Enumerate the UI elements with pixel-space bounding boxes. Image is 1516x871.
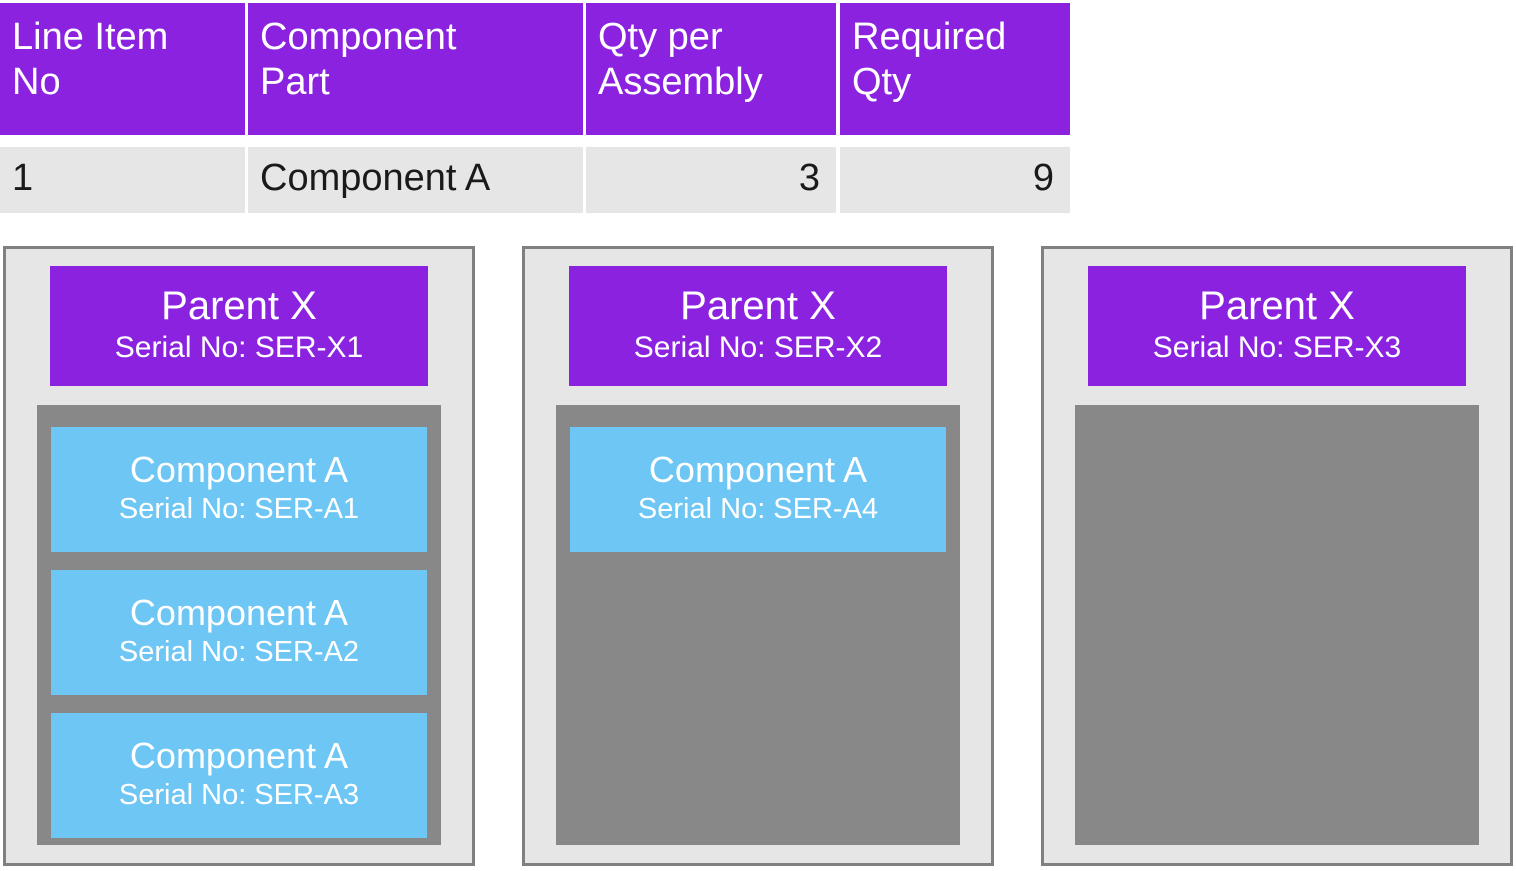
component-title: Component A [648,449,868,491]
component-title: Component A [129,449,349,491]
column-header-required-qty: Required Qty [840,3,1070,135]
column-header-qty-per-assembly: Qty per Assembly [586,3,836,135]
parent-header: Parent X Serial No: SER-X3 [1088,266,1466,386]
column-header-line-item-no: Line Item No [0,3,245,135]
cell-required-qty: 9 [840,147,1070,213]
parent-title: Parent X [1199,284,1355,329]
cell-qty-per-assembly-value: 3 [798,157,820,199]
component-chip: Component A Serial No: SER-A1 [51,427,427,552]
component-chip: Component A Serial No: SER-A3 [51,713,427,838]
parent-card: Parent X Serial No: SER-X2 Component A S… [522,246,994,866]
component-serial: Serial No: SER-A2 [118,636,360,669]
parent-card: Parent X Serial No: SER-X3 [1041,246,1513,866]
column-header-required-qty-label: Required Qty [852,16,1007,103]
component-serial: Serial No: SER-A1 [118,493,360,526]
parent-serial: Serial No: SER-X2 [633,331,883,365]
parent-title: Parent X [161,284,317,329]
component-slots-container: Component A Serial No: SER-A1 Component … [37,405,441,845]
parent-cards-row: Parent X Serial No: SER-X1 Component A S… [3,246,1513,866]
column-header-line-item-no-label: Line Item No [12,16,169,103]
bom-table: Line Item No Component Part Qty per Asse… [0,3,1070,213]
parent-title: Parent X [680,284,836,329]
parent-header: Parent X Serial No: SER-X2 [569,266,947,386]
column-header-component-part-label: Component Part [260,16,457,103]
cell-line-item-no-value: 1 [12,157,34,199]
component-chip: Component A Serial No: SER-A2 [51,570,427,695]
component-slots-container [1075,405,1479,845]
parent-serial: Serial No: SER-X3 [1152,331,1402,365]
component-serial: Serial No: SER-A4 [637,493,879,526]
component-title: Component A [129,735,349,777]
cell-component-part: Component A [248,147,583,213]
table-row: 1 Component A 3 9 [0,147,1070,213]
table-header-row: Line Item No Component Part Qty per Asse… [0,3,1070,135]
cell-line-item-no: 1 [0,147,245,213]
parent-serial: Serial No: SER-X1 [114,331,364,365]
cell-component-part-value: Component A [260,157,491,199]
component-title: Component A [129,592,349,634]
cell-qty-per-assembly: 3 [586,147,836,213]
cell-required-qty-value: 9 [1032,157,1054,199]
component-slots-container: Component A Serial No: SER-A4 [556,405,960,845]
parent-header: Parent X Serial No: SER-X1 [50,266,428,386]
component-chip: Component A Serial No: SER-A4 [570,427,946,552]
parent-card: Parent X Serial No: SER-X1 Component A S… [3,246,475,866]
column-header-component-part: Component Part [248,3,583,135]
component-serial: Serial No: SER-A3 [118,779,360,812]
column-header-qty-per-assembly-label: Qty per Assembly [598,16,763,103]
